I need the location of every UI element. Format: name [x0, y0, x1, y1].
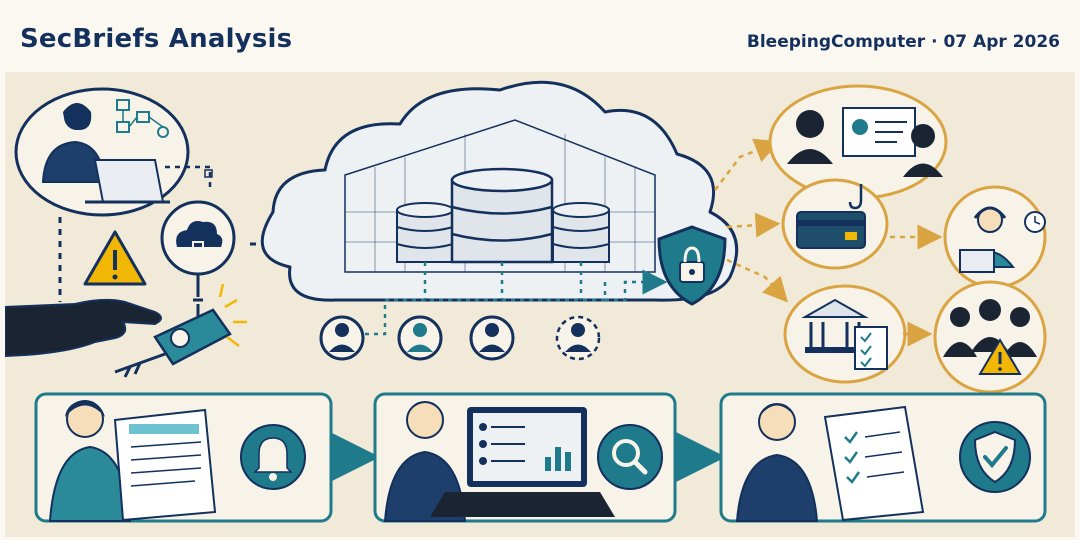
- brand-title: SecBriefs Analysis: [20, 24, 293, 54]
- shield-check-icon: [959, 421, 1031, 493]
- user-at-laptop-icon: [14, 87, 190, 217]
- bell-icon: [240, 424, 306, 490]
- source-date: BleepingComputer · 07 Apr 2026: [746, 32, 1060, 52]
- illustration-svg: [5, 80, 1047, 523]
- illustration-panel: [5, 72, 1075, 537]
- bank-icon: [783, 284, 907, 384]
- user-icon: [397, 315, 443, 361]
- user-icon: [319, 315, 365, 361]
- database-icon: [396, 167, 610, 264]
- user-icon: [555, 315, 601, 361]
- user-icon: [469, 315, 515, 361]
- magnifier-icon: [597, 424, 663, 490]
- shield-lock-icon: [657, 225, 727, 306]
- impersonation-icon: [768, 84, 948, 200]
- header-bar: SecBriefs Analysis BleepingComputer · 07…: [0, 0, 1080, 72]
- hand-with-key-icon: [5, 283, 247, 378]
- process-panel-investigate: [373, 392, 677, 523]
- cloud-key-icon: [160, 200, 236, 276]
- support-agent-icon: [943, 185, 1047, 289]
- phishing-card-icon: [781, 178, 889, 270]
- warning-triangle-icon: [83, 230, 147, 286]
- group-warning-icon: [933, 280, 1047, 394]
- process-panel-remediate: [719, 392, 1047, 523]
- process-panel-alert: [34, 392, 333, 523]
